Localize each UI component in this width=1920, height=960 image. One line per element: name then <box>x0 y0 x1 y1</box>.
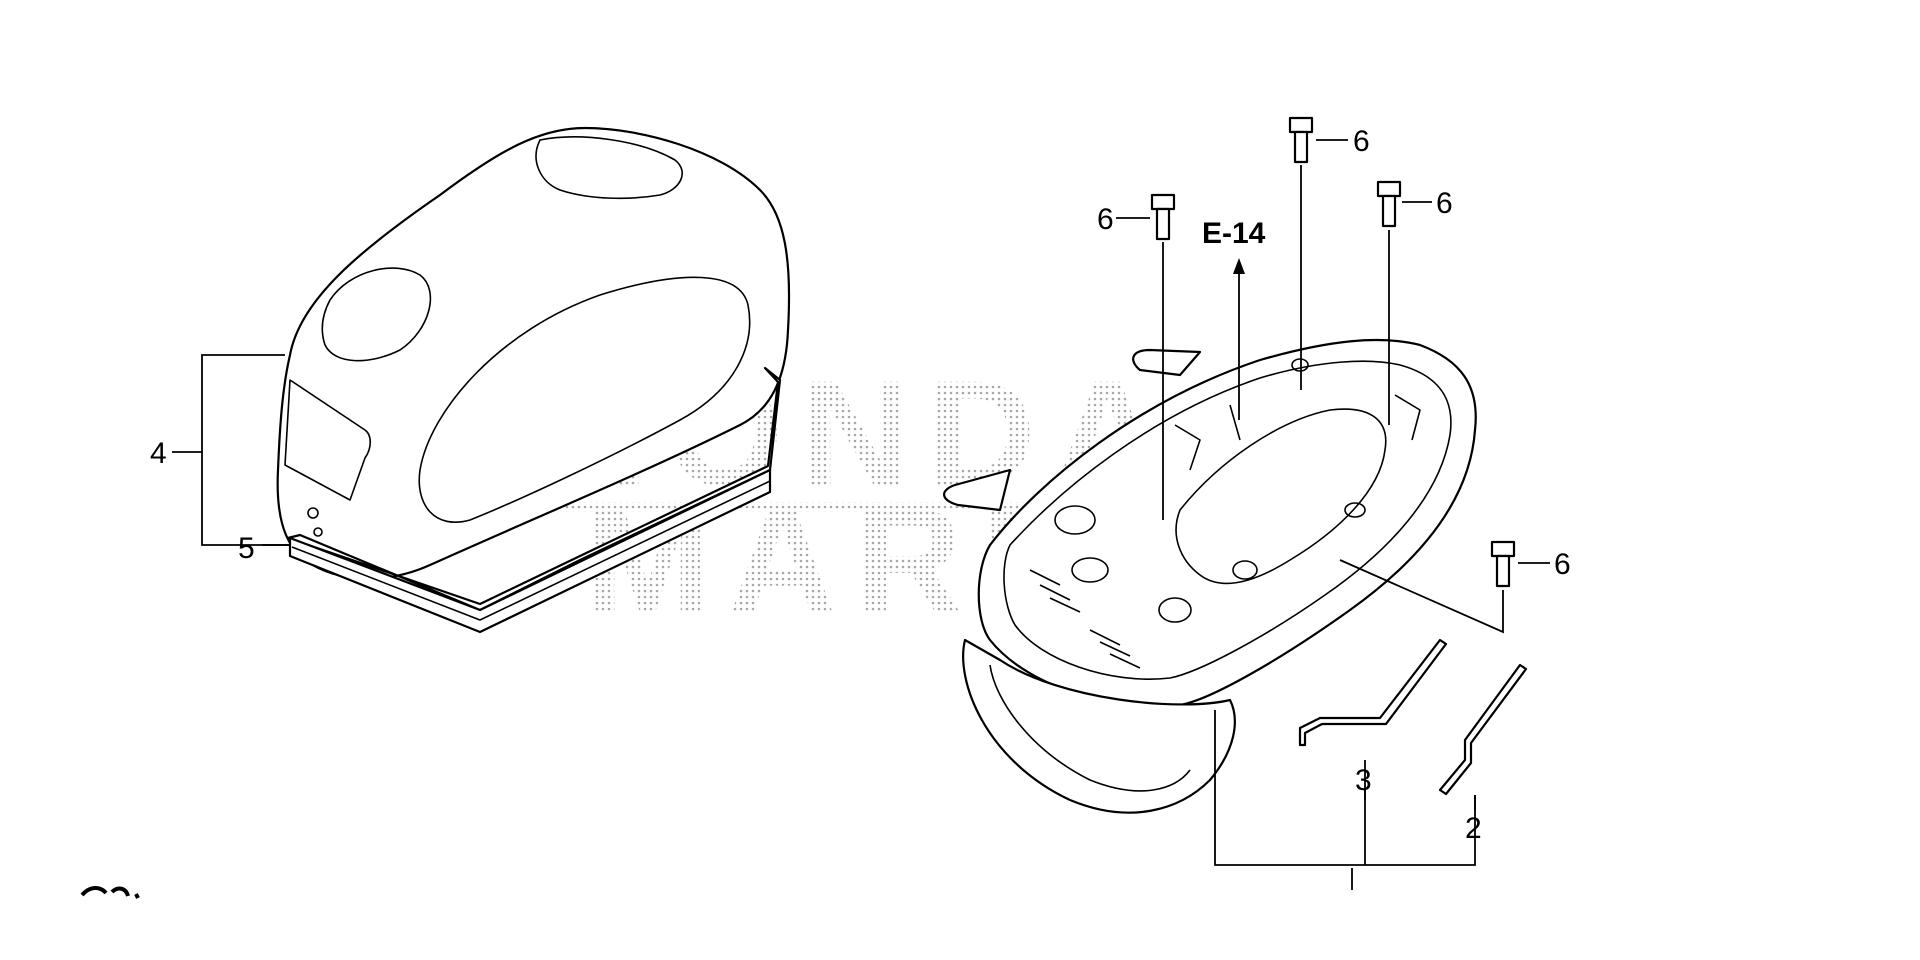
cover-seal <box>286 366 782 634</box>
case-basin-inner <box>989 664 1191 792</box>
callout-4: 4 <box>150 437 167 470</box>
reference-arrow-head <box>1233 258 1245 274</box>
callout-6d: 6 <box>1554 548 1571 581</box>
callout-2: 2 <box>1465 812 1482 845</box>
callout-6c: 6 <box>1436 187 1453 220</box>
bolt-2 <box>1150 193 1176 241</box>
cover-oval <box>321 267 432 362</box>
case-front-tab <box>943 468 1012 512</box>
case-ribs <box>1029 394 1421 669</box>
leader-bolt-4-axis <box>1339 559 1504 634</box>
bolt-3 <box>1376 180 1402 228</box>
case-inner-rim <box>1003 360 1452 680</box>
leader-4-5-bracket <box>201 354 290 546</box>
cover-front-window <box>284 379 372 501</box>
case-bottom-basin <box>962 638 1236 814</box>
case-floor-opening <box>1175 408 1387 585</box>
lower-case-assembly <box>943 338 1477 814</box>
watermark-rule <box>515 502 1275 512</box>
callout-3: 3 <box>1355 764 1372 797</box>
cover-handle-recess <box>535 136 683 200</box>
reference-label: E-14 <box>1202 217 1266 250</box>
case-rear-tab <box>1132 348 1202 377</box>
case-boss-2 <box>1071 557 1109 583</box>
case-boss-1 <box>1054 505 1096 535</box>
rod-part-3 <box>1298 638 1448 747</box>
seal-strip-lower <box>288 468 772 634</box>
case-boss-6 <box>1291 358 1309 372</box>
bolt-1 <box>1288 116 1314 164</box>
callout-5: 5 <box>238 532 255 565</box>
cover-side-panel <box>418 276 751 523</box>
cover-screw-hole-1 <box>307 507 319 519</box>
bolt-4 <box>1490 540 1516 588</box>
case-boss-5 <box>1344 502 1366 518</box>
corner-mark <box>80 886 140 899</box>
cover-screw-hole-2 <box>313 527 323 537</box>
case-boss-4 <box>1232 560 1258 580</box>
rod-part-2 <box>1438 663 1528 796</box>
seal-strip-edge <box>291 480 771 621</box>
callout-6a: 6 <box>1353 125 1370 158</box>
case-boss-3 <box>1158 597 1192 623</box>
leader-assembly-bracket <box>1214 710 1476 866</box>
leader-lines <box>172 139 1550 890</box>
callout-6b: 6 <box>1097 203 1114 236</box>
callouts: 4 5 6 6 6 6 3 2 E-14 <box>150 125 1571 845</box>
